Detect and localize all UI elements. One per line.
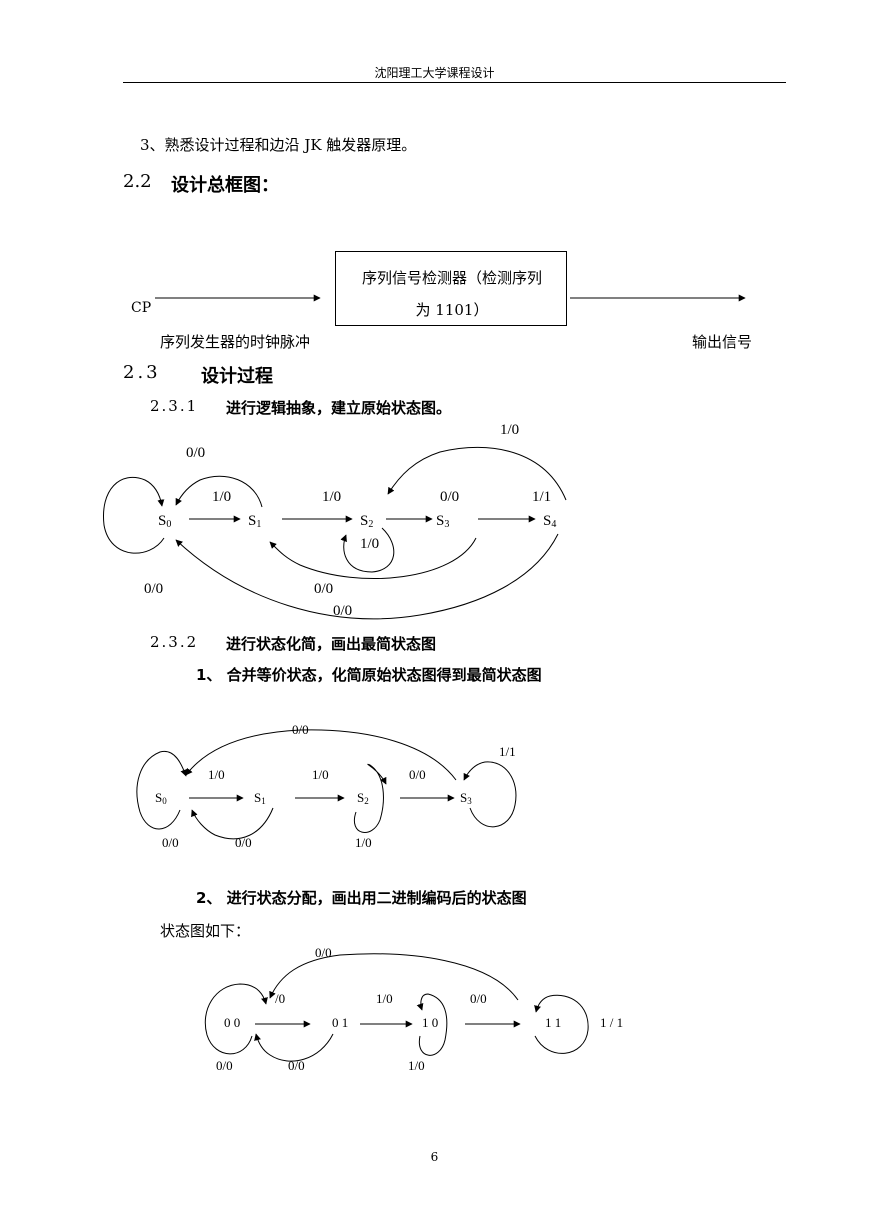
d3-label: 1/0 (408, 1058, 425, 1073)
section-2-2-title: 设计总框图： (171, 175, 279, 196)
d1-state-s1: S1 (248, 513, 261, 530)
d3-label: 0/0 (315, 945, 332, 960)
item-3: 3、熟悉设计过程和边沿 JK 触发器原理。 (140, 136, 417, 154)
d1-label: 1/0 (360, 536, 379, 552)
d1-label: 1/0 (212, 489, 231, 505)
d3-label: 1/0 (376, 991, 393, 1006)
d1-label: 1/1 (532, 489, 551, 505)
detector-box-line2: 为 1101） (415, 301, 489, 319)
d2-label: 1/0 (208, 767, 225, 782)
d2-state-labels: S0 S1 S2 S3 (155, 790, 472, 806)
step-2-text: 2、 进行状态分配，画出用二进制编码后的状态图 (196, 889, 527, 907)
minimized-state-diagram (136, 729, 517, 840)
detector-box-line1: 序列信号检测器（检测序列 (361, 269, 542, 287)
d2-label: 1/1 (499, 744, 516, 759)
d2-label: 1/0 (312, 767, 329, 782)
header-rule (123, 82, 786, 83)
d1-state-s0: S0 (158, 513, 171, 530)
d1-arrow-s4-s0 (175, 533, 559, 620)
d3-arrow-11-00 (269, 953, 519, 1001)
step-1-text: 1、 合并等价状态，化简原始状态图得到最简状态图 (196, 666, 542, 684)
d1-label: 0/0 (440, 489, 459, 505)
d1-loop-s0 (103, 476, 165, 554)
d2-label: 0/0 (409, 767, 426, 782)
d3-state-labels: 0 0 0 1 1 0 1 1 (224, 1015, 561, 1030)
d1-label: 0/0 (186, 445, 205, 461)
d1-label: 0/0 (144, 581, 163, 597)
d3-state-00: 0 0 (224, 1015, 240, 1030)
d1-arrow-s4-s2 (387, 446, 567, 501)
d2-transition-labels: 0/0 1/1 1/0 1/0 0/0 0/0 0/0 1/0 (162, 722, 516, 850)
d1-label: 0/0 (314, 581, 333, 597)
d3-state-01: 0 1 (332, 1015, 348, 1030)
section-2-3-2-title: 进行状态化简，画出最简状态图 (226, 635, 437, 653)
d2-label: 0/0 (162, 835, 179, 850)
section-2-3-1-title: 进行逻辑抽象，建立原始状态图。 (226, 399, 452, 417)
d1-arrow-s1-s0 (175, 475, 263, 508)
d3-arrow-01-00 (254, 1033, 334, 1062)
d2-loop-s0 (136, 750, 188, 830)
d3-label: 0/0 (288, 1058, 305, 1073)
d1-state-s4: S4 (543, 513, 556, 530)
d3-state-10: 1 0 (422, 1015, 438, 1030)
d1-arrow-s3-s1 (269, 537, 477, 579)
section-2-3-1-number: 2.3.1 (150, 397, 199, 415)
d3-label: 0/0 (470, 991, 487, 1006)
d1-state-s3: S3 (436, 513, 449, 530)
d1-state-labels: S0 S1 S2 S3 S4 (158, 513, 556, 530)
original-state-diagram (103, 446, 567, 620)
d3-label: 1 / 1 (600, 1015, 623, 1030)
d3-state-11: 1 1 (545, 1015, 561, 1030)
page-header: 沈阳理工大学课程设计 (374, 66, 495, 80)
d2-label: 0/0 (235, 835, 252, 850)
d3-label: /0 (275, 991, 285, 1006)
d3-loop-11 (534, 994, 589, 1054)
d2-loop-s2 (353, 763, 387, 833)
d3-transition-labels: 0/0 /0 1/0 0/0 1 / 1 0/0 0/0 1/0 (216, 945, 623, 1073)
section-2-2-number: 2.2 (123, 171, 152, 192)
d2-state-s1: S1 (254, 790, 266, 806)
d2-state-s0: S0 (155, 790, 167, 806)
encoded-state-diagram (204, 953, 589, 1062)
d2-arrow-s1-s0 (191, 807, 274, 840)
d3-loop-00 (204, 983, 268, 1055)
page-number: 6 (430, 1150, 439, 1164)
d1-label: 1/0 (322, 489, 341, 505)
section-2-3-number: 2.3 (123, 362, 161, 383)
cp-caption: 序列发生器的时钟脉冲 (160, 333, 311, 351)
d2-arrow-s3-s0 (185, 729, 457, 781)
d1-loop-s2 (340, 527, 395, 573)
d2-state-s3: S3 (460, 790, 472, 806)
d1-label: 0/0 (333, 603, 352, 619)
d1-transition-labels: 1/0 0/0 1/0 1/0 0/0 1/1 1/0 0/0 0/0 0/0 (144, 422, 551, 619)
d2-state-s2: S2 (357, 790, 369, 806)
d2-label: 0/0 (292, 722, 309, 737)
section-2-3-2-number: 2.3.2 (150, 633, 199, 651)
section-2-3-title: 设计过程 (201, 366, 273, 387)
output-label: 输出信号 (692, 333, 753, 351)
detector-box: 序列信号检测器（检测序列 为 1101） (335, 251, 567, 326)
d2-loop-s3 (463, 761, 517, 828)
d1-label: 1/0 (500, 422, 519, 438)
d3-loop-10 (416, 993, 448, 1056)
d1-state-s2: S2 (360, 513, 373, 530)
d3-label: 0/0 (216, 1058, 233, 1073)
d2-label: 1/0 (355, 835, 372, 850)
cp-label: CP (131, 300, 152, 316)
state-intro-text: 状态图如下： (160, 922, 251, 940)
